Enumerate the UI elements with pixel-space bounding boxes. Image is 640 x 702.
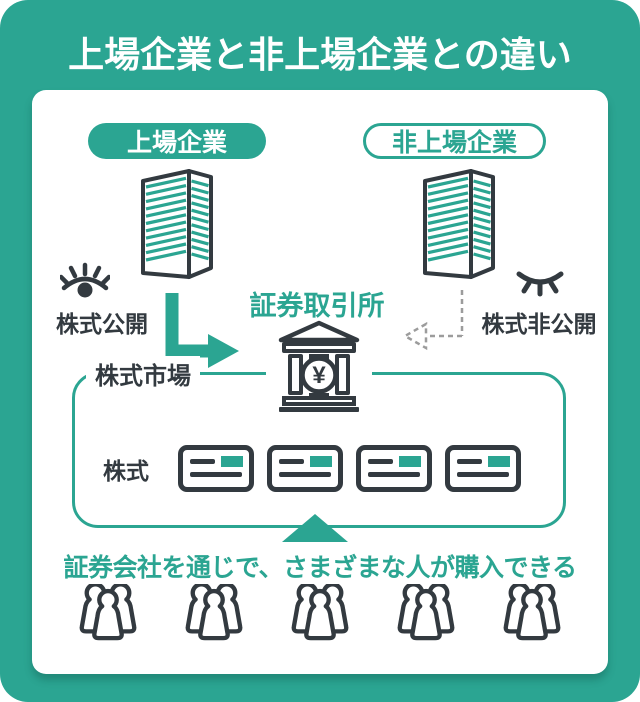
blocked-arrow-icon — [402, 290, 464, 351]
unlisted-building-icon — [420, 168, 498, 280]
buy-arrow-icon — [282, 514, 348, 542]
stock-certificate-icon — [356, 445, 432, 492]
certificates-row — [178, 445, 521, 492]
content-card: 上場企業 非上場企業 株式公開 証券取引所 — [32, 90, 608, 674]
people-group-icon — [394, 584, 458, 642]
stock-label: 株式 — [103, 458, 149, 484]
listed-status-label: 株式公開 — [56, 311, 148, 337]
exchange-label: 証券取引所 — [249, 291, 385, 321]
people-group-icon — [500, 584, 564, 642]
unlisted-company-label: 非上場企業 — [391, 129, 517, 157]
stock-certificate-icon — [445, 445, 521, 492]
people-group-icon — [182, 584, 246, 642]
listed-company-label: 上場企業 — [126, 129, 227, 157]
unlisted-status-label: 株式非公開 — [481, 311, 597, 337]
market-label: 株式市場 — [86, 356, 200, 391]
caption: 証券会社を通じで、さまざまな人が購入できる — [63, 554, 577, 582]
page-title: 上場企業と非上場企業との違い — [68, 34, 572, 75]
listed-building-icon — [138, 168, 216, 280]
bank-icon-wrap: ¥ — [266, 318, 372, 414]
open-eye-icon — [60, 262, 110, 298]
listing-arrow-icon — [165, 293, 239, 368]
people-group-icon — [76, 584, 140, 642]
stock-certificate-icon — [178, 445, 254, 492]
people-group-icon — [288, 584, 352, 642]
people-row — [32, 584, 608, 642]
bank-icon: ¥ — [278, 320, 360, 412]
stock-certificate-icon — [267, 445, 343, 492]
unlisted-company-pill: 非上場企業 — [363, 123, 546, 159]
closed-eye-icon — [516, 271, 564, 297]
listed-company-pill: 上場企業 — [88, 123, 266, 159]
yen-symbol: ¥ — [312, 362, 326, 389]
